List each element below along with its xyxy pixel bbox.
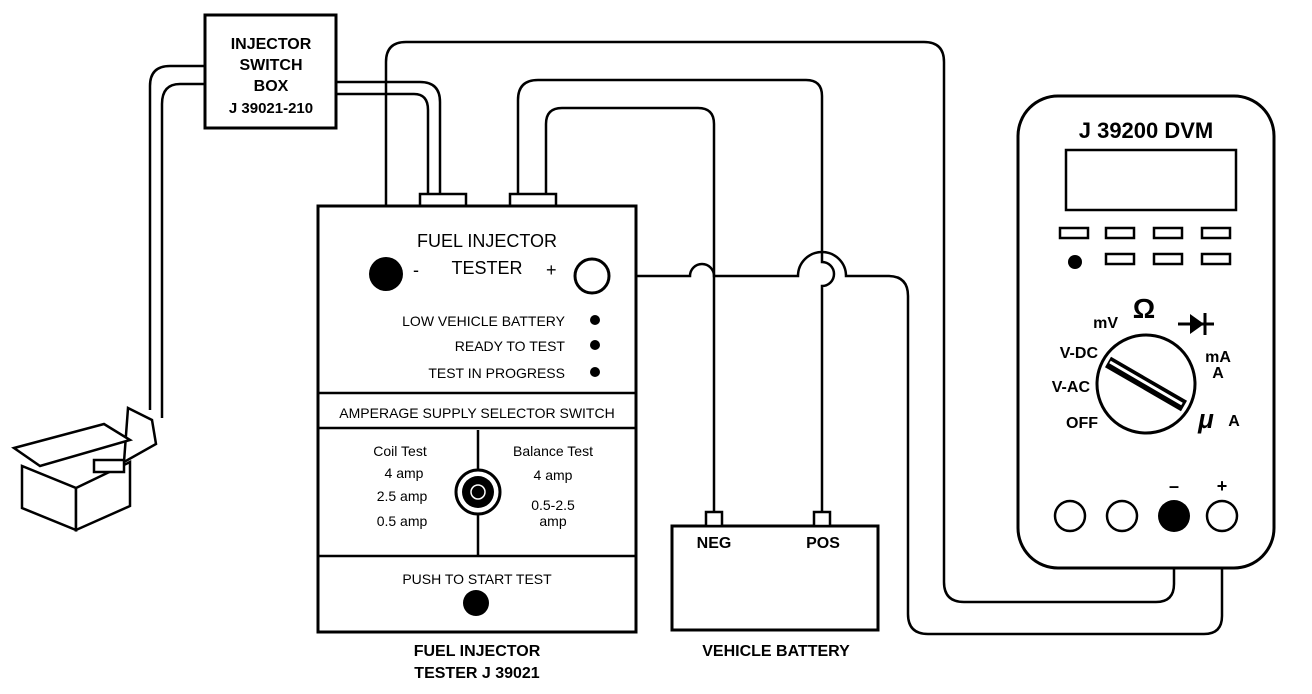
dvm-button[interactable]: [1058, 226, 1090, 240]
injector-switch-box: INJECTOR SWITCH BOX J 39021-210: [203, 13, 338, 130]
tester-title-2: TESTER: [451, 258, 522, 278]
balance-test-value-1: 4 amp: [534, 467, 573, 483]
dvm-mode-ua: A: [1228, 413, 1240, 430]
indicator-in-progress-label: TEST IN PROGRESS: [428, 365, 565, 381]
plug-front: [20, 464, 78, 532]
dvm-mode-a: A: [1212, 365, 1224, 382]
dvm-power-indicator: [1068, 255, 1082, 269]
dvm-plus-label: +: [1217, 476, 1228, 496]
indicator-in-progress-led: [590, 367, 600, 377]
battery-neg-label: NEG: [697, 535, 732, 552]
fuel-injector-tester: FUEL INJECTOR TESTER - + LOW VEHICLE BAT…: [316, 204, 638, 682]
dvm-mode-vdc: V-DC: [1060, 345, 1099, 362]
wiring: [148, 40, 1224, 636]
vehicle-battery: NEG POS VEHICLE BATTERY: [670, 510, 880, 660]
amperage-selector-knob[interactable]: [462, 476, 494, 508]
knob-highlight: [470, 484, 486, 500]
cable-switchbox-to-tester-outer: [336, 80, 442, 195]
wire-tester-neg-to-dvm-neg: [384, 40, 1176, 604]
wire-tester-pos-to-dvm-pos: [610, 250, 1224, 636]
tester-caption-2: TESTER J 39021: [414, 665, 540, 682]
coil-test-title: Coil Test: [373, 443, 427, 459]
battery-outline: [670, 524, 880, 632]
tester-caption-1: FUEL INJECTOR: [414, 643, 541, 660]
battery-neg-terminal[interactable]: [704, 510, 724, 528]
plug-latch: [92, 458, 126, 474]
dvm-button[interactable]: [1200, 252, 1232, 266]
coil-test-value-2: 2.5 amp: [377, 488, 428, 504]
battery-caption: VEHICLE BATTERY: [702, 643, 850, 660]
plug-boot: [122, 406, 158, 465]
push-to-start-label: PUSH TO START TEST: [402, 571, 552, 587]
dvm-mode-ma: mA: [1205, 349, 1231, 366]
cable-switchbox-to-plug-inner: [160, 82, 205, 418]
dvm-minus-label: –: [1169, 476, 1179, 496]
plug-top: [11, 422, 134, 468]
dvm-mode-ohm-icon: Ω: [1133, 293, 1155, 324]
coil-test-value-1: 4 amp: [385, 465, 424, 481]
dvm-jack-1[interactable]: [1053, 499, 1087, 533]
dvm-mode-off: OFF: [1066, 415, 1098, 432]
dvm-outline: [1016, 94, 1276, 570]
switch-box-label-4: J 39021-210: [229, 100, 313, 117]
dvm-negative-jack[interactable]: [1158, 500, 1190, 532]
dvm-jack-2[interactable]: [1105, 499, 1139, 533]
dvm-button[interactable]: [1152, 252, 1184, 266]
dvm-button[interactable]: [1104, 252, 1136, 266]
balance-test-title: Balance Test: [513, 443, 593, 459]
coil-test-value-3: 0.5 amp: [377, 513, 428, 529]
wire-tester-to-battery-pos: [516, 78, 836, 512]
battery-pos-label: POS: [806, 535, 840, 552]
dvm-buttons: [1058, 226, 1232, 266]
digital-voltmeter: J 39200 DVM mV Ω V-DC V-AC OFF mA A μ A: [1016, 94, 1276, 570]
dvm-mode-diode-icon: [1178, 313, 1214, 335]
dvm-positive-jack[interactable]: [1205, 499, 1239, 533]
dvm-mode-vac: V-AC: [1052, 379, 1091, 396]
push-to-start-button[interactable]: [463, 590, 489, 616]
cable-switchbox-to-plug-outer: [148, 64, 205, 410]
tester-positive-jack[interactable]: [573, 257, 611, 295]
dvm-display: [1064, 148, 1238, 212]
switch-box-outline: [203, 13, 338, 130]
indicator-ready-led: [590, 340, 600, 350]
switch-box-label-3: BOX: [254, 78, 289, 95]
tester-plus-sign: +: [546, 260, 557, 280]
wire-tester-to-battery-neg: [544, 106, 716, 512]
dvm-mode-mv: mV: [1093, 315, 1118, 332]
injector-plug: [11, 406, 158, 532]
tester-title-1: FUEL INJECTOR: [417, 231, 557, 251]
battery-pos-terminal[interactable]: [812, 510, 832, 528]
dvm-title: J 39200 DVM: [1079, 118, 1214, 143]
indicator-low-battery-label: LOW VEHICLE BATTERY: [402, 313, 566, 329]
tester-minus-sign: -: [413, 260, 419, 280]
indicator-low-battery-led: [590, 315, 600, 325]
tester-negative-jack[interactable]: [369, 257, 403, 291]
selector-header: AMPERAGE SUPPLY SELECTOR SWITCH: [339, 405, 614, 421]
balance-test-value-3: amp: [539, 513, 566, 529]
dvm-button[interactable]: [1104, 226, 1136, 240]
dvm-button[interactable]: [1200, 226, 1232, 240]
indicator-ready-label: READY TO TEST: [455, 338, 566, 354]
dvm-button[interactable]: [1152, 226, 1184, 240]
switch-box-label-1: INJECTOR: [231, 36, 312, 53]
cable-switchbox-to-tester-inner: [336, 92, 430, 195]
balance-test-value-2: 0.5-2.5: [531, 497, 575, 513]
switch-box-label-2: SWITCH: [239, 57, 302, 74]
dvm-mode-micro-icon: μ: [1197, 404, 1214, 434]
